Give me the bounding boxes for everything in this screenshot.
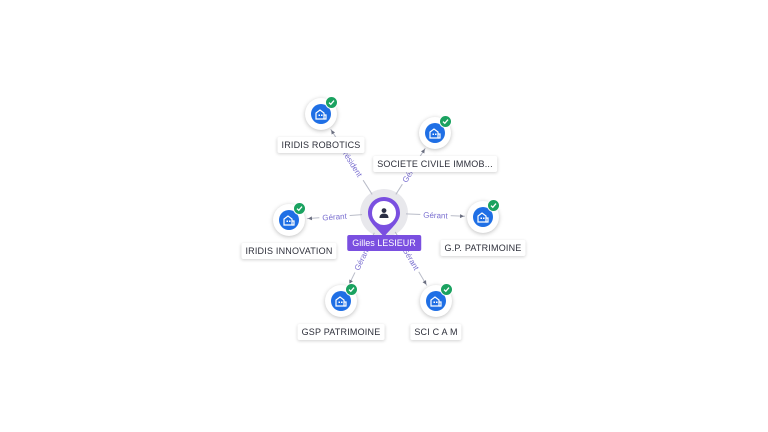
edge-arrow-icon [331,130,336,135]
company-name-label[interactable]: GSP PATRIMOINE [297,324,385,340]
company-circle [325,283,358,317]
building-icon [311,104,331,124]
company-name-label[interactable]: SOCIETE CIVILE IMMOB... [373,156,497,172]
building-icon [425,123,445,143]
verified-check-icon [293,202,306,215]
company-circle [305,96,338,130]
company-name-label[interactable]: IRIDIS INNOVATION [241,243,337,259]
edge-label-background [420,209,451,221]
verified-check-icon [487,199,500,212]
edge-role-label: Gérant [322,212,348,223]
person-name-label[interactable]: Gilles LESIEUR [347,235,421,251]
verified-check-icon [440,283,453,296]
company-name-label[interactable]: SCI C A M [410,324,462,340]
edge-arrow-icon [420,149,425,154]
building-icon [279,210,299,230]
edge-arrow-icon [349,279,353,284]
company-circle [419,115,452,149]
company-name-label[interactable]: IRIDIS ROBOTICS [277,137,365,153]
edge-label-background [318,210,351,223]
edge-role-label: Gérant [423,211,449,221]
verified-check-icon [325,96,338,109]
building-icon [473,207,493,227]
company-circle [420,283,453,317]
edge-arrow-icon [459,214,465,219]
company-name-label[interactable]: G.P. PATRIMOINE [440,240,526,256]
edge-gp-patrimoine: Gérant [405,209,466,221]
edge-arrow-icon [307,216,313,221]
person-icon [379,208,389,218]
verified-check-icon [439,115,452,128]
edge-iridis-innovation: Gérant [306,210,363,223]
company-circle [273,202,306,236]
building-icon [426,291,446,311]
building-icon [331,291,351,311]
edge-arrow-icon [422,280,427,285]
company-circle [467,199,500,233]
verified-check-icon [345,283,358,296]
